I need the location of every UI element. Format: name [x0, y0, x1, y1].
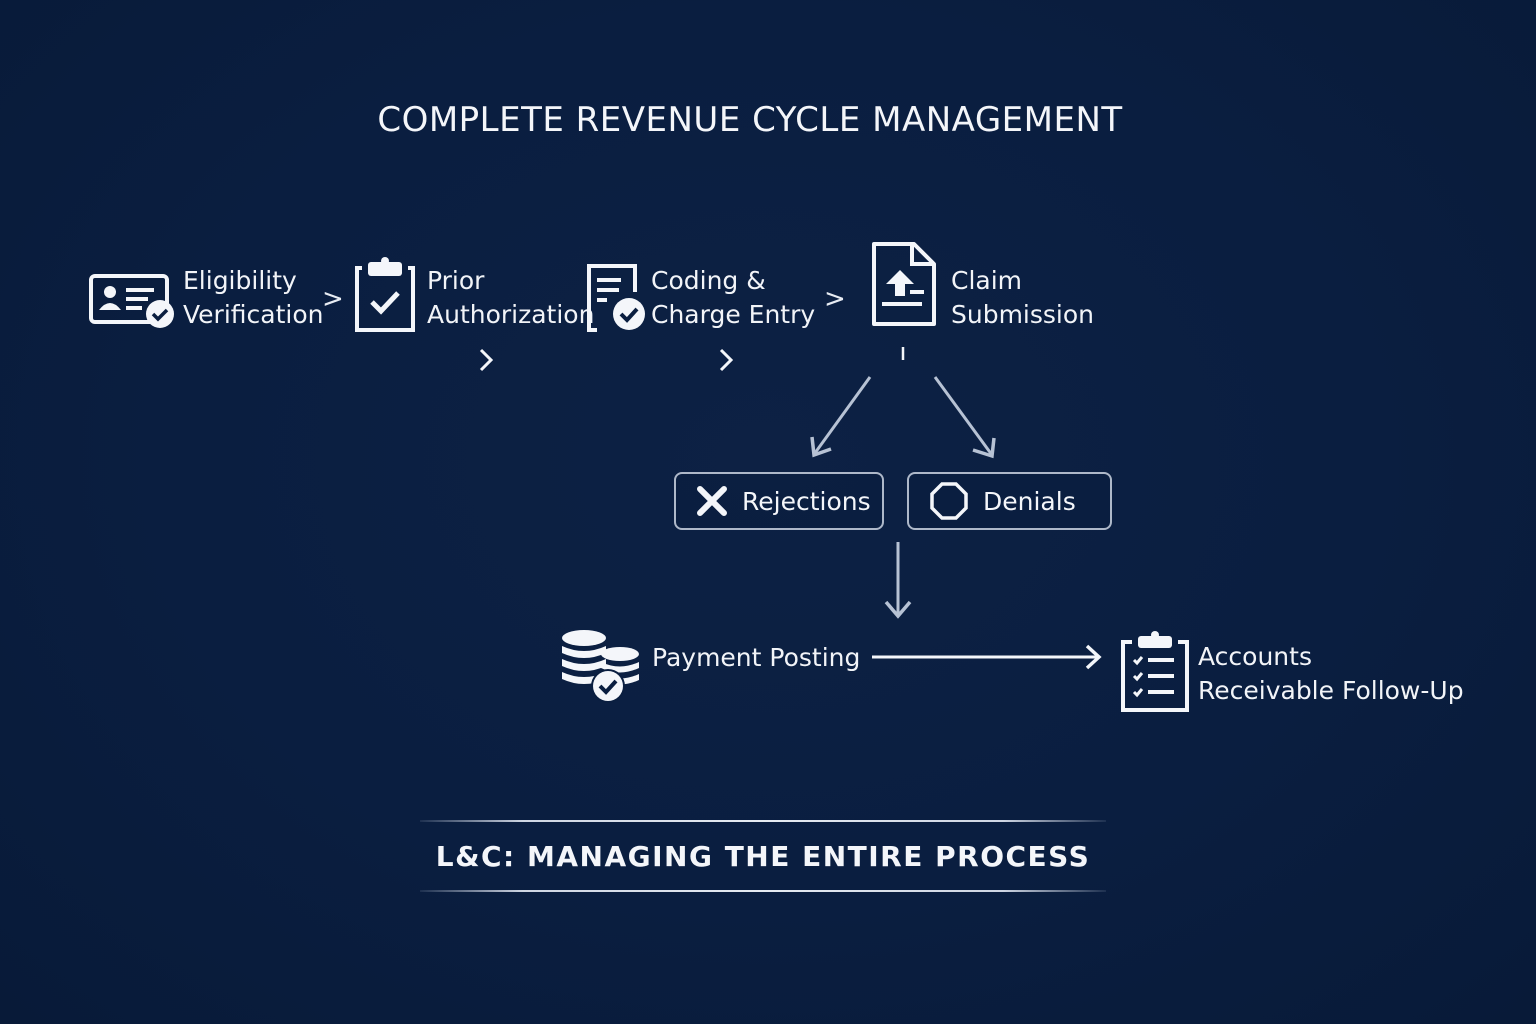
- outcome-rejections: Rejections: [674, 472, 884, 530]
- file-upload-icon: [872, 242, 936, 326]
- footer-tagline: L&C: MANAGING THE ENTIRE PROCESS: [435, 840, 1091, 873]
- timeline-arrow-icon: [719, 348, 734, 372]
- arrow-to-rejections: [813, 376, 872, 454]
- step-prior-authorization: Prior Authorization: [427, 264, 594, 332]
- arrowhead-icon: [1085, 644, 1102, 670]
- timeline-arrow-icon: [479, 348, 494, 372]
- step-coding-charge-entry: Coding & Charge Entry: [651, 264, 815, 332]
- chevron-right-icon: >: [322, 284, 344, 314]
- step-label-line1: Coding &: [651, 266, 766, 295]
- footer-rule-bottom: [420, 890, 1106, 892]
- ar-label-line2: Receivable Follow-Up: [1198, 676, 1464, 705]
- step-label-line2: Submission: [951, 300, 1095, 329]
- arrowhead-icon: [810, 436, 832, 458]
- step-label-line1: Prior: [427, 266, 485, 295]
- outcome-denials: Denials: [907, 472, 1112, 530]
- clipboard-check-icon: [355, 257, 415, 332]
- id-card-check-icon: [89, 274, 174, 328]
- step-eligibility-verification: Eligibility Verification: [183, 264, 323, 332]
- clipboard-checklist-icon: [1121, 631, 1189, 712]
- arrow-to-denials: [933, 376, 994, 456]
- step-label-line2: Charge Entry: [651, 300, 816, 329]
- x-icon: [697, 486, 727, 516]
- arrowhead-icon: [972, 437, 996, 459]
- document-check-icon: [587, 264, 645, 332]
- octagon-stop-icon: [930, 482, 968, 520]
- step-label-line1: Claim: [951, 266, 1023, 295]
- step-label-line1: Eligibility: [183, 266, 297, 295]
- payment-posting-label: Payment Posting: [652, 643, 861, 672]
- diagram-title: COMPLETE REVENUE CYCLE MANAGEMENT: [377, 100, 1123, 140]
- step-label-line2: Authorization: [427, 300, 595, 329]
- arrowhead-icon: [884, 600, 912, 619]
- coins-check-icon: [562, 630, 639, 703]
- outcome-label: Denials: [983, 486, 1076, 516]
- chevron-right-icon: >: [824, 284, 846, 314]
- ar-label-line1: Accounts: [1198, 642, 1312, 671]
- accounts-receivable-label: Accounts Receivable Follow-Up: [1198, 640, 1464, 708]
- outcome-label: Rejections: [742, 486, 871, 516]
- step-claim-submission: Claim Submission: [951, 264, 1094, 332]
- footer-rule-top: [420, 820, 1106, 822]
- step-label-line2: Verification: [183, 300, 324, 329]
